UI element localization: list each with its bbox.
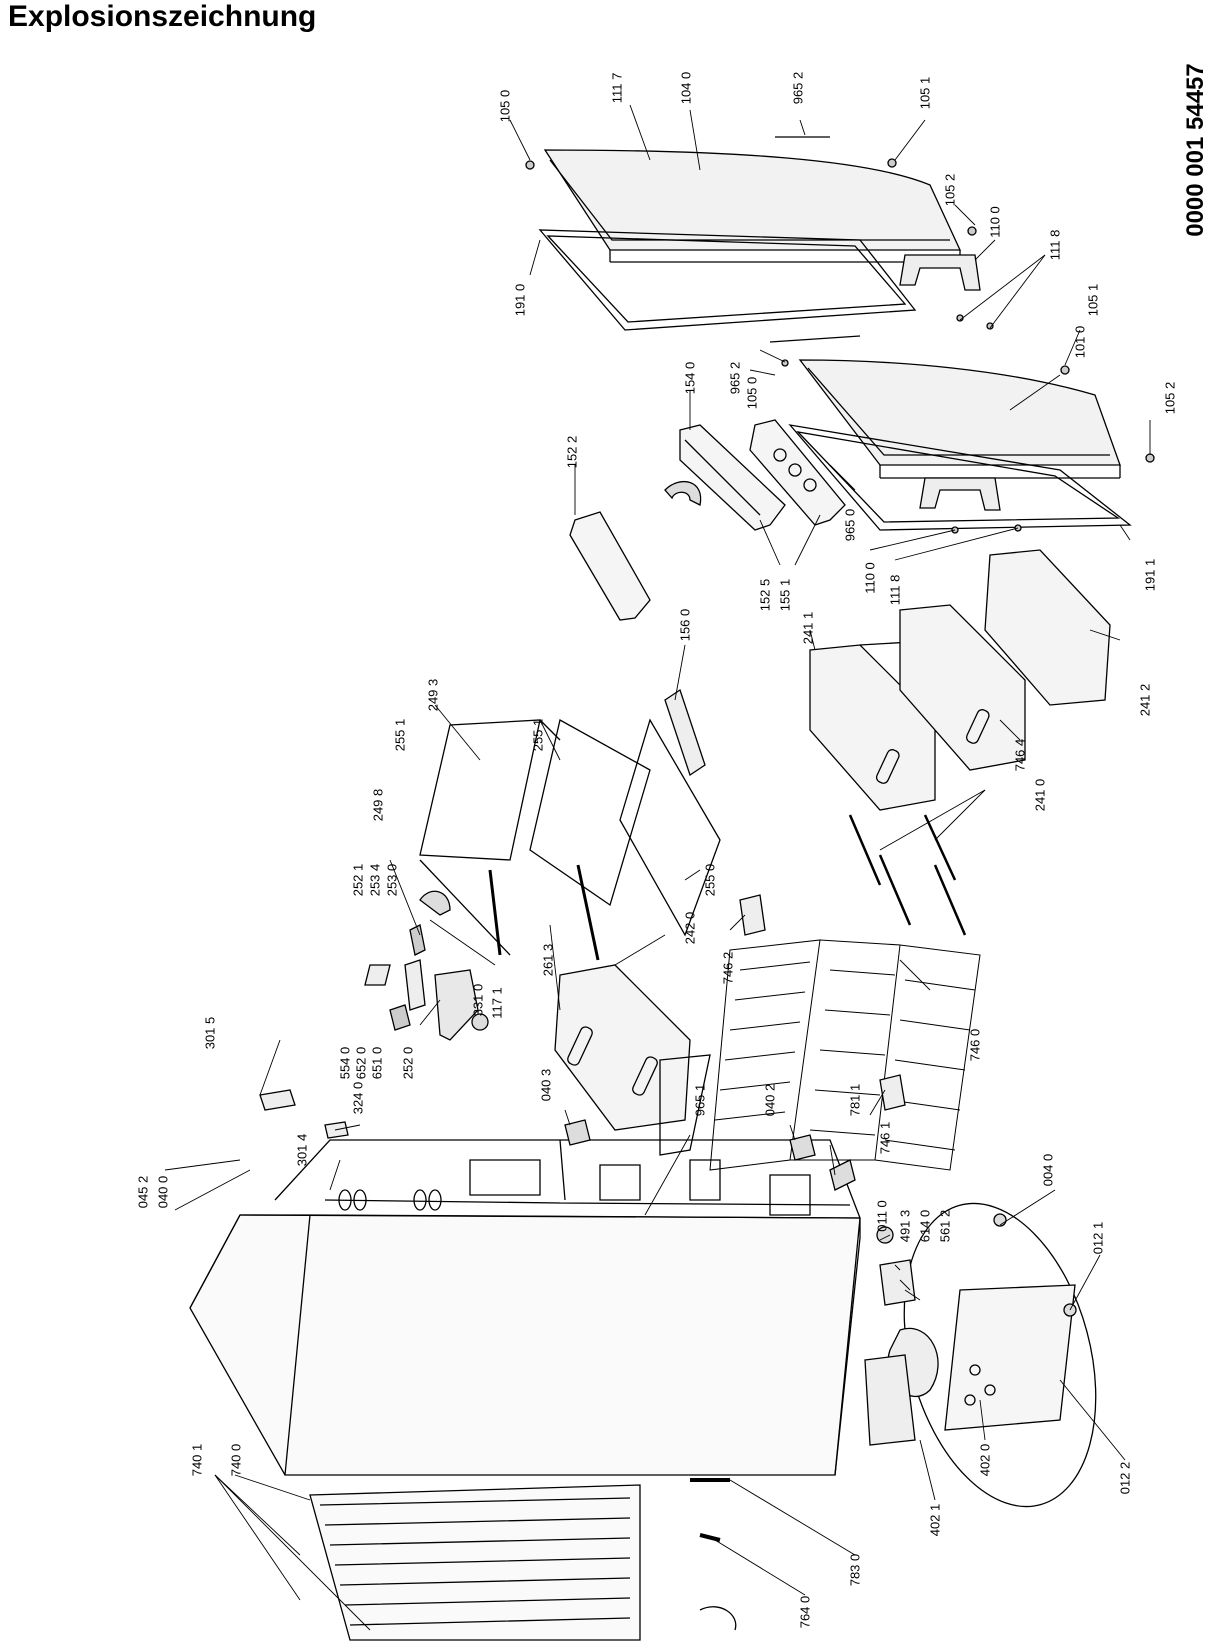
part-label: 301 5 bbox=[202, 1016, 218, 1050]
part-label: 104 0 bbox=[678, 71, 694, 105]
part-label: 746 1 bbox=[877, 1121, 893, 1155]
part-label: 105 0 bbox=[744, 376, 760, 410]
part-label: 402 0 bbox=[977, 1443, 993, 1477]
part-label: 191 0 bbox=[512, 283, 528, 317]
part-label: 040 3 bbox=[538, 1068, 554, 1102]
part-label: 253 4 bbox=[367, 863, 383, 897]
part-label: 746 0 bbox=[967, 1028, 983, 1062]
part-label: 012 1 bbox=[1090, 1221, 1106, 1255]
part-label: 331 0 bbox=[470, 983, 486, 1017]
part-label: 111 8 bbox=[887, 574, 903, 606]
part-label: 965 2 bbox=[790, 71, 806, 105]
part-label: 255 1 bbox=[530, 718, 546, 752]
part-label: 242 0 bbox=[682, 911, 698, 945]
part-label: 241 2 bbox=[1137, 683, 1153, 717]
part-label: 105 1 bbox=[1085, 283, 1101, 317]
wire-shelves bbox=[709, 939, 981, 1171]
part-label: 491 3 bbox=[897, 1209, 913, 1243]
part-label: 154 0 bbox=[682, 361, 698, 395]
part-label: 261 3 bbox=[540, 943, 556, 977]
part-label: 110 0 bbox=[862, 562, 878, 594]
part-label: 249 3 bbox=[425, 678, 441, 712]
part-label: 252 0 bbox=[400, 1046, 416, 1080]
lower-door bbox=[798, 359, 1121, 479]
door-bin-154 bbox=[679, 424, 786, 531]
part-label: 111 7 bbox=[609, 72, 625, 104]
part-label: 105 2 bbox=[1162, 381, 1178, 415]
part-label: 117 1 bbox=[489, 987, 505, 1019]
part-label: 105 1 bbox=[917, 76, 933, 110]
upper-door bbox=[543, 149, 962, 263]
cabinet-body bbox=[189, 1139, 861, 1476]
part-label: 965 2 bbox=[727, 361, 743, 395]
part-label: 152 2 bbox=[564, 435, 580, 469]
part-label: 965 0 bbox=[842, 508, 858, 542]
part-label: 301 4 bbox=[294, 1133, 310, 1167]
part-label: 101 0 bbox=[1072, 325, 1088, 359]
lower-door-gasket bbox=[788, 424, 1132, 531]
page-title: Explosionszeichnung bbox=[8, 0, 317, 33]
part-label: 965 1 bbox=[692, 1083, 708, 1117]
part-label: 614 0 bbox=[917, 1209, 933, 1243]
part-label: 324 0 bbox=[350, 1081, 366, 1115]
part-label: 156 0 bbox=[677, 608, 693, 642]
part-label: 004 0 bbox=[1040, 1153, 1056, 1187]
part-label: 652 0 bbox=[353, 1046, 369, 1080]
drawer-241-0 bbox=[899, 604, 1026, 771]
part-label: 105 2 bbox=[942, 173, 958, 207]
condenser-coil bbox=[309, 1484, 641, 1641]
part-label: 781 1 bbox=[847, 1083, 863, 1117]
part-label: 554 0 bbox=[337, 1046, 353, 1080]
part-label: 746 4 bbox=[1012, 738, 1028, 772]
part-label: 746 2 bbox=[720, 951, 736, 985]
upper-door-gasket bbox=[538, 229, 917, 331]
shelf-rails bbox=[848, 814, 967, 936]
part-label: 561 2 bbox=[937, 1209, 953, 1243]
part-label: 111 8 bbox=[1047, 229, 1063, 261]
part-label: 152 5 bbox=[757, 578, 773, 612]
part-label: 651 0 bbox=[369, 1046, 385, 1080]
part-label: 110 0 bbox=[987, 206, 1003, 238]
part-label: 040 0 bbox=[155, 1175, 171, 1209]
part-label: 764 0 bbox=[797, 1595, 813, 1629]
upper-door-handle bbox=[899, 254, 981, 291]
part-label: 253 0 bbox=[384, 863, 400, 897]
part-label: 012 2 bbox=[1117, 1461, 1133, 1495]
part-label: 740 1 bbox=[189, 1443, 205, 1477]
lower-door-handle bbox=[919, 477, 1001, 511]
drawer-241-2 bbox=[984, 549, 1111, 706]
part-label: 105 0 bbox=[497, 89, 513, 123]
part-label: 045 2 bbox=[135, 1175, 151, 1209]
part-label: 241 0 bbox=[1032, 778, 1048, 812]
part-label: 241 1 bbox=[800, 611, 816, 645]
part-label: 011 0 bbox=[874, 1200, 890, 1232]
part-label: 783 0 bbox=[847, 1553, 863, 1587]
part-label: 740 0 bbox=[228, 1443, 244, 1477]
part-label: 252 1 bbox=[350, 863, 366, 897]
door-bin-155 bbox=[749, 419, 846, 526]
part-label: 249 8 bbox=[370, 788, 386, 822]
glass-shelf-lower bbox=[619, 718, 721, 937]
part-label: 155 1 bbox=[777, 578, 793, 612]
part-label: 040 2 bbox=[762, 1083, 778, 1117]
door-bin-152 bbox=[569, 511, 651, 621]
part-label: 255 0 bbox=[702, 863, 718, 897]
part-label: 255 1 bbox=[392, 718, 408, 752]
part-label: 191 1 bbox=[1142, 558, 1158, 592]
leader-lines bbox=[164, 104, 1151, 1631]
part-label: 402 1 bbox=[927, 1503, 943, 1537]
